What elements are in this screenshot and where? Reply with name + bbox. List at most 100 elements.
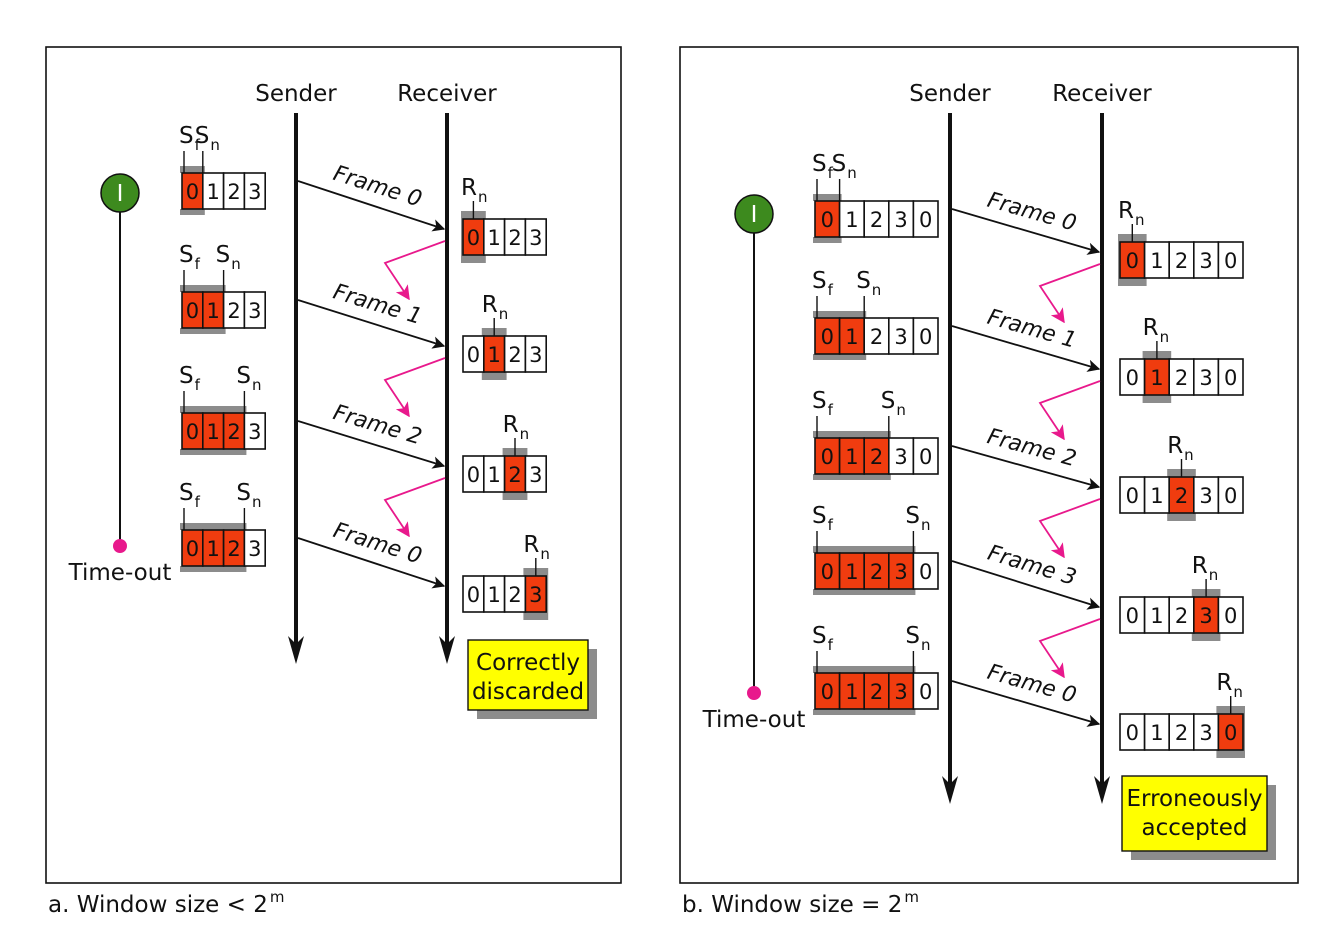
sequence-cell [912, 672, 939, 710]
sequence-number: 2 [1175, 484, 1188, 508]
sequence-number: 2 [508, 226, 521, 250]
window-shade-top [180, 166, 205, 173]
frame-arrow [951, 560, 1101, 610]
sequence-cell [1217, 713, 1244, 751]
sequence-number: 0 [821, 560, 834, 584]
sequence-cell [863, 672, 890, 710]
sf-label: Sf [812, 503, 834, 534]
timer-icon [100, 173, 140, 213]
sequence-number: 3 [248, 180, 261, 204]
sequence-number: 2 [508, 463, 521, 487]
sequence-number: 1 [845, 560, 858, 584]
sequence-cell [863, 552, 890, 590]
sequence-number: 3 [894, 560, 907, 584]
sequence-cell [524, 218, 548, 256]
sequence-cell [838, 200, 865, 238]
sequence-number: 3 [1199, 484, 1212, 508]
sender-timeline-arrowhead [942, 776, 958, 804]
sequence-cell [814, 200, 841, 238]
sequence-number: 3 [894, 208, 907, 232]
sequence-number: 3 [894, 445, 907, 469]
sequence-number: 1 [207, 299, 220, 323]
window-shade-bottom [813, 589, 916, 595]
sf-label: Sf [179, 363, 201, 394]
sequence-cell [838, 437, 865, 475]
sequence-cell [1217, 358, 1244, 396]
sequence-cell [1119, 476, 1146, 514]
sequence-cell [814, 437, 841, 475]
ack-arrow [1038, 618, 1101, 679]
ack-arrow [1038, 498, 1101, 559]
sequence-cell [838, 552, 865, 590]
sequence-cell [1193, 476, 1220, 514]
window-shade-top [813, 666, 916, 673]
window-shade-bottom [180, 449, 247, 455]
sequence-number: 3 [529, 583, 542, 607]
frame-arrow [297, 299, 446, 349]
sequence-number: 2 [227, 180, 240, 204]
frame-arrow [951, 208, 1101, 255]
frame-label: Frame 0 [985, 188, 1080, 237]
window-shade-bottom [813, 474, 891, 480]
window-shade-top [180, 406, 247, 413]
sequence-number: 3 [248, 420, 261, 444]
note-box [1121, 775, 1268, 852]
sequence-number: 1 [207, 537, 220, 561]
sequence-number: 0 [467, 463, 480, 487]
frame-label: Frame 3 [985, 541, 1079, 591]
frame-label: Frame 0 [330, 518, 424, 569]
panel-frame [45, 46, 622, 884]
sequence-number: 0 [186, 299, 199, 323]
rn-label: Rn [503, 412, 529, 443]
sequence-cell [524, 455, 548, 493]
window-shade-top [180, 285, 226, 292]
sequence-number: 1 [488, 343, 501, 367]
sequence-number: 2 [870, 445, 883, 469]
sequence-number: 0 [1126, 249, 1139, 273]
window-shade-bottom [180, 209, 205, 215]
sequence-cell [863, 317, 890, 355]
sequence-number: 3 [248, 299, 261, 323]
sn-label: Sn [832, 151, 857, 182]
sequence-number: 0 [919, 325, 932, 349]
sequence-number: 0 [1126, 484, 1139, 508]
sequence-number: 0 [1126, 366, 1139, 390]
sequence-number: 1 [488, 226, 501, 250]
sn-label: Sn [236, 480, 261, 511]
sn-label: Sn [216, 242, 241, 273]
sn-label: Sn [905, 503, 930, 534]
rn-label: Rn [1192, 553, 1219, 584]
sequence-number: 2 [508, 583, 521, 607]
sn-label: Sn [195, 123, 220, 154]
sequence-number: 0 [919, 208, 932, 232]
sequence-cell [912, 200, 939, 238]
sequence-number: 1 [845, 325, 858, 349]
note-text-line: accepted [1142, 815, 1248, 841]
sequence-number: 2 [227, 420, 240, 444]
sequence-number: 0 [467, 343, 480, 367]
sequence-number: 3 [529, 463, 542, 487]
sequence-number: 0 [919, 680, 932, 704]
rn-label: Rn [1143, 315, 1170, 346]
ack-arrow [1038, 263, 1101, 324]
sequence-number: 2 [1175, 721, 1188, 745]
window-shade-bottom [813, 237, 842, 243]
sequence-number: 1 [845, 208, 858, 232]
ack-arrow [383, 477, 446, 538]
sequence-number: 1 [207, 180, 220, 204]
sequence-cell [1217, 596, 1244, 634]
sequence-number: 2 [870, 560, 883, 584]
